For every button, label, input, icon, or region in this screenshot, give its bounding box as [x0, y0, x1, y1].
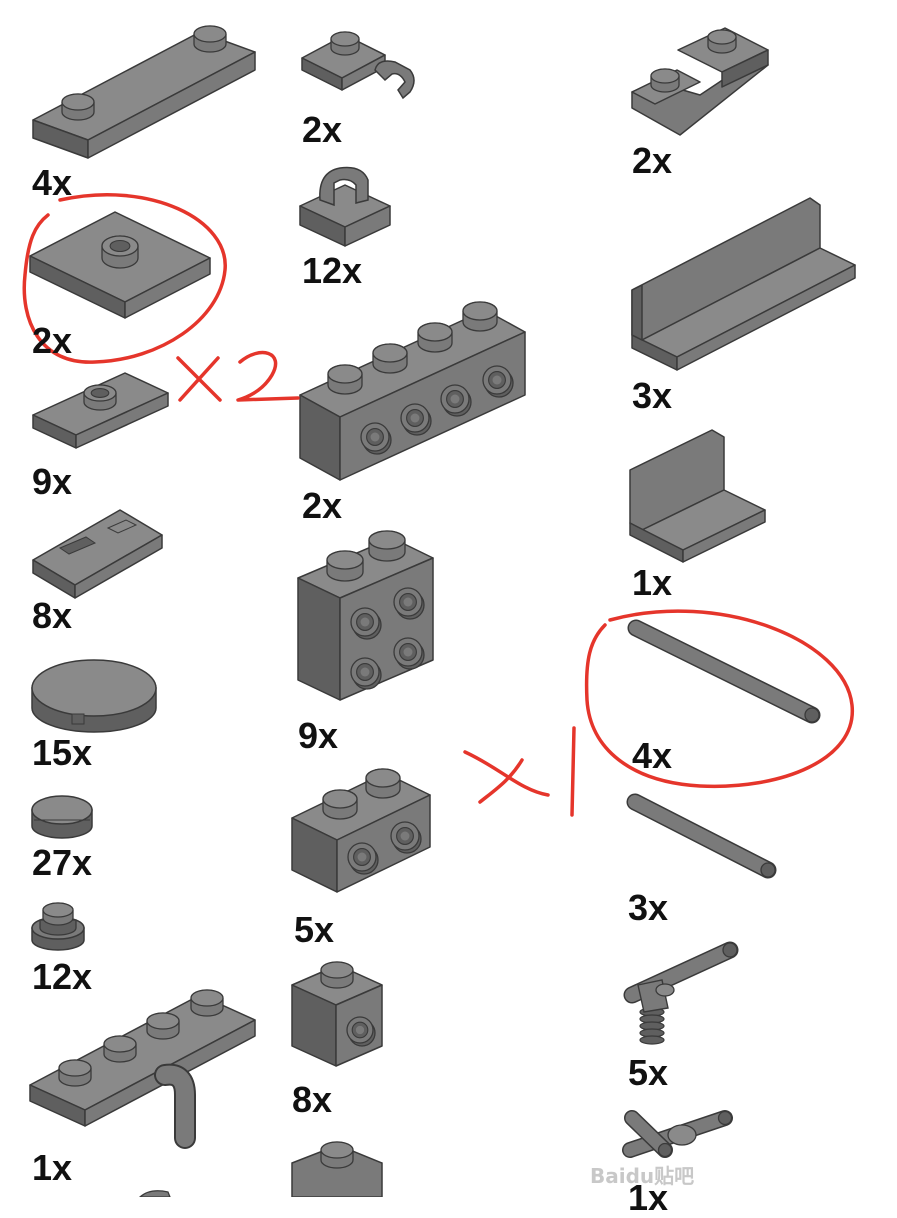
part-count-label: 9x [32, 461, 73, 502]
tile-printed-icon [32, 509, 163, 599]
watermark: Baidu贴吧 [590, 1164, 695, 1188]
part-count-label: 12x [32, 956, 93, 997]
round-tile-2x2-icon [31, 659, 157, 733]
part-count-label: 8x [292, 1079, 333, 1120]
brick-1x2-studs-on-side-icon [291, 768, 431, 893]
part-count-label: 27x [32, 842, 93, 883]
panel-1x2-icon [629, 429, 766, 563]
part-count-label: 8x [32, 595, 73, 636]
annotation-x1 [463, 609, 854, 817]
slope-inverted-icon [631, 27, 769, 136]
part-count-label: 15x [32, 732, 93, 773]
bar-holder-with-clip-icon [623, 941, 739, 1045]
bar-short-icon [626, 793, 777, 879]
part-count-label: 4x [632, 735, 673, 776]
part-count-label: 3x [628, 887, 669, 928]
brick-1x1-stud-on-side-icon [291, 961, 383, 1067]
part-count-label: 5x [628, 1052, 669, 1093]
plate-with-clip-icon [301, 31, 415, 100]
part-count-label: 2x [302, 109, 343, 150]
part-count-label: 9x [298, 715, 339, 756]
part-count-label: 2x [302, 485, 343, 526]
plate-1x2-jumper-icon [32, 372, 169, 449]
panel-1x4-icon [631, 197, 856, 371]
brick-2x2-studs-on-side-icon [297, 530, 434, 701]
part-count-label: 1x [632, 562, 673, 603]
annotation-x2 [22, 192, 300, 402]
brick-1x4-studs-on-side-icon [299, 301, 526, 481]
part-count-label: 12x [302, 250, 363, 291]
plate-with-bar-icon [29, 989, 256, 1149]
round-plate-1x1-icon [31, 902, 85, 951]
bar-long-icon [627, 619, 821, 724]
part-count-label: 3x [632, 375, 673, 416]
tile-with-clip-icon [299, 166, 391, 247]
part-count-label: 5x [294, 909, 335, 950]
bar-t-connector-icon [622, 1110, 733, 1158]
plate-2x2-jumper-icon [29, 211, 211, 319]
part-count-label: 2x [32, 320, 73, 361]
part-count-label: 4x [32, 162, 73, 203]
round-tile-1x1-icon [31, 795, 93, 839]
part-count-label: 1x [32, 1147, 73, 1188]
plate-1x4-icon [32, 25, 256, 159]
part-count-label: 2x [632, 140, 673, 181]
